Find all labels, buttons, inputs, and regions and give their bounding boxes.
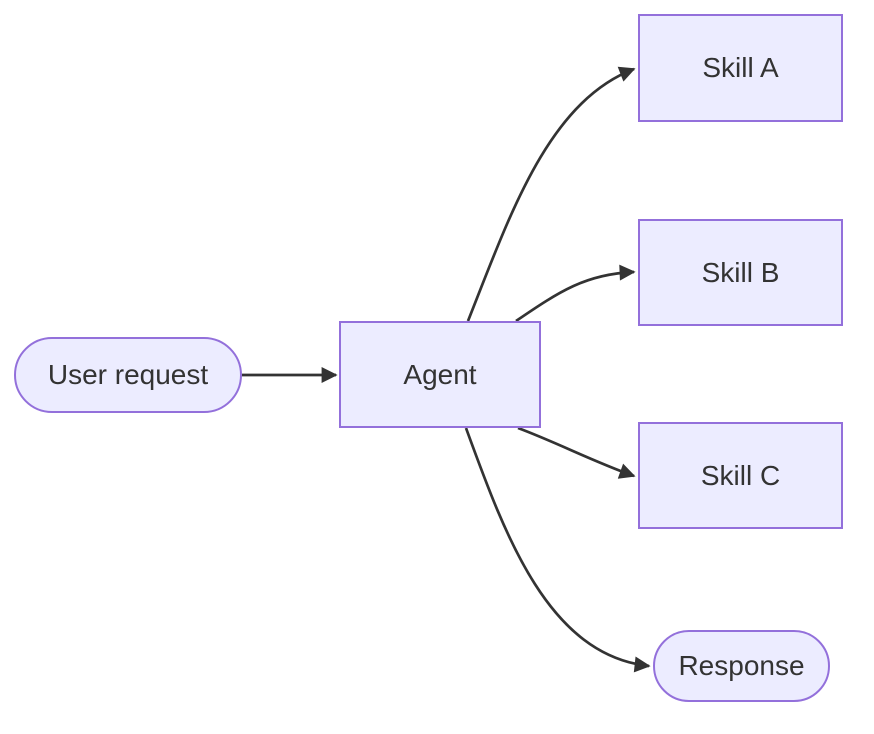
node-skill-c: Skill C — [638, 422, 843, 529]
edge-agent-response — [464, 427, 651, 673]
edge-agent-skill-b — [515, 264, 636, 323]
node-user-request-label: User request — [47, 359, 209, 391]
node-skill-a: Skill A — [638, 14, 843, 122]
edge-agent-skill-c — [517, 426, 636, 479]
node-skill-c-label: Skill C — [700, 459, 781, 491]
node-skill-a-label: Skill A — [702, 52, 779, 84]
node-agent-label: Agent — [403, 358, 477, 390]
node-agent: Agent — [339, 321, 541, 428]
node-skill-b: Skill B — [638, 219, 843, 326]
edge-agent-skill-a — [466, 66, 636, 322]
node-user-request: User request — [14, 337, 242, 413]
node-skill-b-label: Skill B — [701, 256, 780, 288]
node-response: Response — [653, 630, 830, 702]
node-response-label: Response — [678, 650, 805, 682]
